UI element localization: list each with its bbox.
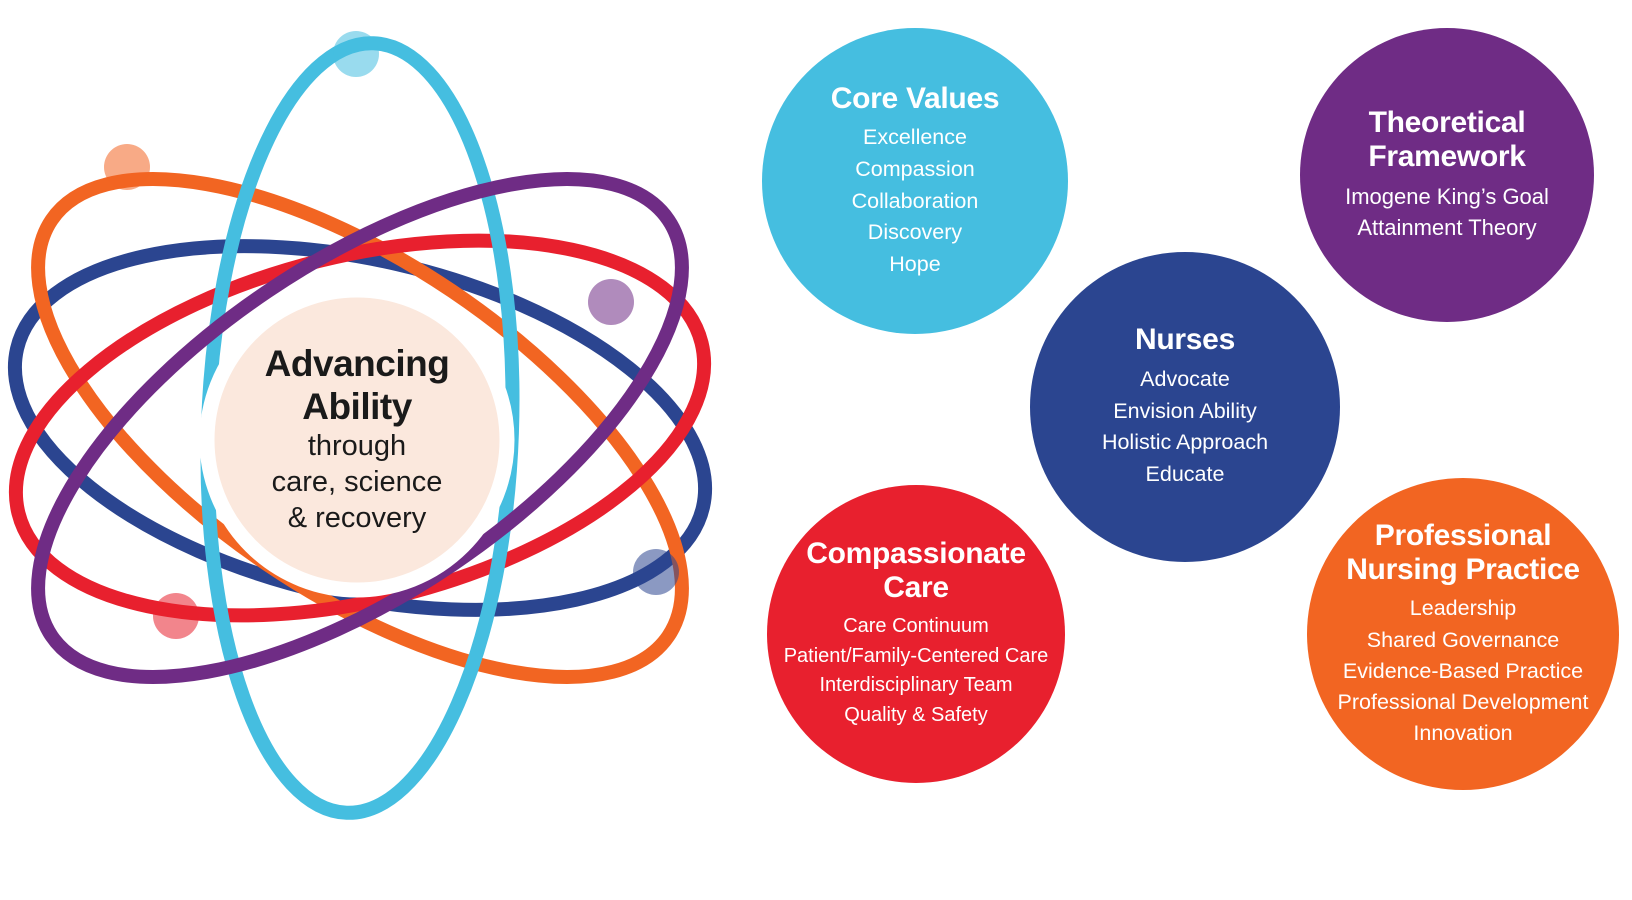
electron-orange [104, 144, 150, 190]
circle-core-values: Core Values Excellence Compassion Collab… [762, 28, 1068, 334]
circle-professional-nursing-practice: Professional Nursing Practice Leadership… [1307, 478, 1619, 790]
list-item: Innovation [1413, 721, 1513, 746]
circle-compassionate-care: Compassionate Care Care Continuum Patien… [767, 485, 1065, 783]
circle-title-line: Professional [1374, 518, 1552, 552]
nucleus-label-line: through [307, 429, 407, 462]
list-item: Patient/Family-Centered Care [783, 644, 1049, 667]
list-item: Discovery [867, 220, 963, 245]
nucleus-label-line: & recovery [287, 502, 427, 535]
list-item: Advocate [1140, 367, 1230, 392]
nucleus-label-line: care, science [271, 466, 443, 499]
list-item: Holistic Approach [1101, 430, 1269, 455]
atom-orbits-svg [7, 31, 713, 820]
circle-title: Core Values [830, 81, 1000, 116]
circle-title: Professional Nursing Practice [1346, 519, 1580, 587]
circle-title-line: Compassionate [806, 537, 1026, 571]
list-item: Leadership [1409, 596, 1517, 621]
list-item: Shared Governance [1366, 627, 1560, 652]
circle-title-line: Framework [1368, 140, 1526, 174]
list-item: Quality & Safety [844, 703, 988, 726]
list-item: Compassion [855, 157, 975, 182]
circle-item-list: Excellence Compassion Collaboration Disc… [852, 122, 979, 280]
list-item: Interdisciplinary Team [819, 674, 1013, 697]
circle-title-line: Core Values [830, 81, 1000, 115]
circle-title-line: Theoretical [1368, 106, 1526, 140]
circle-item-list: Advocate Envision Ability Holistic Appro… [1102, 364, 1268, 490]
list-item: Professional Development [1337, 689, 1589, 714]
list-item: Excellence [863, 125, 967, 150]
atom-graphic: Advancing Ability through care, science … [0, 10, 730, 860]
list-item: Hope [889, 251, 941, 276]
electron-purple [588, 279, 634, 325]
nucleus-circle [199, 282, 515, 598]
list-item: Educate [1145, 462, 1225, 487]
circle-nurses: Nurses Advocate Envision Ability Holisti… [1030, 252, 1340, 562]
circle-item-list: Leadership Shared Governance Evidence-Ba… [1338, 593, 1589, 749]
circle-title-line: Nurses [1135, 323, 1235, 357]
list-item: Evidence-Based Practice [1342, 658, 1584, 683]
circle-item-list: Imogene King’s Goal Attainment Theory [1345, 181, 1549, 243]
list-item: Imogene King’s Goal [1345, 184, 1549, 210]
nucleus-label-bold-line: Ability [302, 385, 412, 427]
list-item: Care Continuum [843, 615, 989, 638]
list-item: Attainment Theory [1357, 215, 1537, 241]
electron-cyan [333, 31, 379, 77]
circle-title: Theoretical Framework [1368, 106, 1526, 174]
circle-title: Nurses [1135, 323, 1235, 357]
circle-title: Compassionate Care [806, 537, 1026, 605]
circle-theoretical-framework: Theoretical Framework Imogene King’s Goa… [1300, 28, 1594, 322]
electron-red [153, 593, 199, 639]
circle-item-list: Care Continuum Patient/Family-Centered C… [784, 612, 1049, 730]
list-item: Envision Ability [1113, 398, 1257, 423]
list-item: Collaboration [851, 188, 979, 213]
electron-blue [633, 549, 679, 595]
nucleus-label-bold-line: Advancing [264, 343, 450, 385]
circle-title-line: Nursing Practice [1346, 552, 1580, 586]
nucleus-label: Advancing Ability through care, science … [200, 283, 514, 597]
circle-title-line: Care [883, 571, 949, 605]
